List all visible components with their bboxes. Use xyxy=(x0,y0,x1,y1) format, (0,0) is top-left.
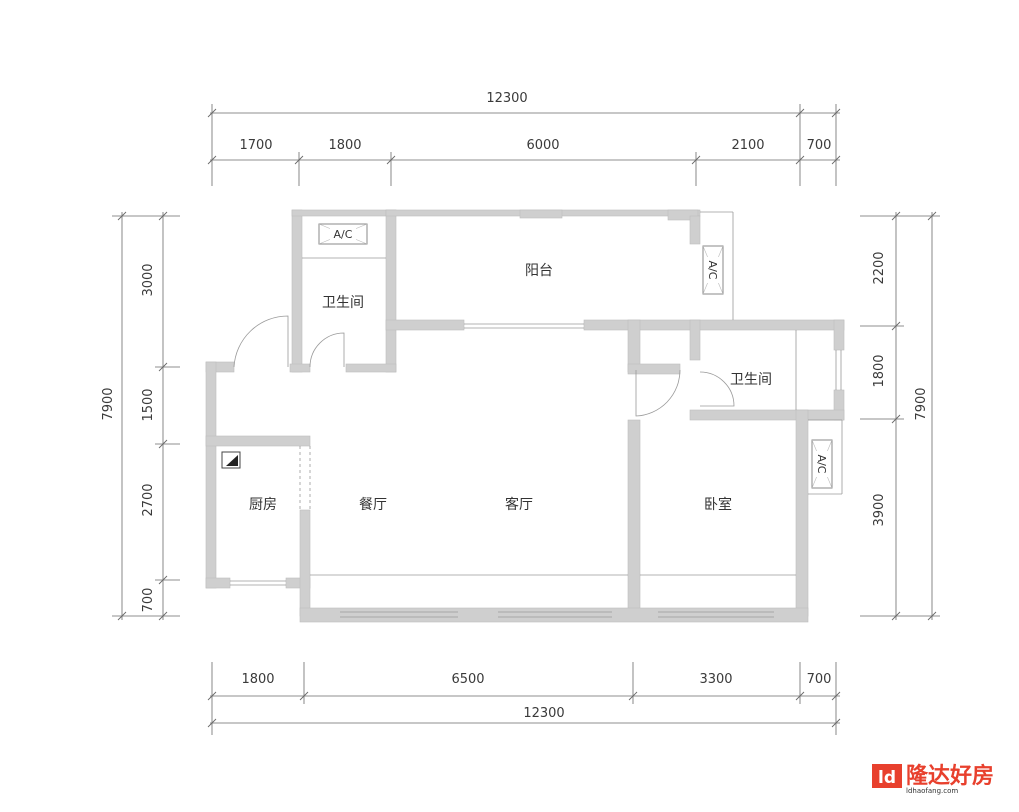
ac-label-balcony: A/C xyxy=(706,261,719,280)
thin-lines xyxy=(230,211,843,618)
top-dimension-lines xyxy=(207,104,841,186)
brand-logo: ld 隆达好房 ldhaofang.com xyxy=(872,763,994,795)
right-dimension-lines xyxy=(860,211,940,621)
walls xyxy=(205,209,845,623)
logo-url: ldhaofang.com xyxy=(906,787,958,795)
bottom-dimension-1: 1800 xyxy=(241,672,274,687)
room-label-bedroom: 卧室 xyxy=(704,496,732,513)
top-total-dimension: 12300 xyxy=(486,91,527,106)
top-dimension-1: 1700 xyxy=(239,138,272,153)
left-total-dimension: 7900 xyxy=(101,387,116,420)
room-label-dining: 餐厅 xyxy=(359,497,387,513)
top-dimension-5: 700 xyxy=(807,138,832,153)
right-dimension-3: 3900 xyxy=(872,493,887,526)
room-label-bathroom-left: 卫生间 xyxy=(322,295,364,311)
left-dimension-2: 1500 xyxy=(141,388,156,421)
svg-text:ld: ld xyxy=(878,768,896,788)
left-dimension-1: 3000 xyxy=(141,263,156,296)
left-dimension-lines xyxy=(112,211,180,621)
kitchen-fixture-icon xyxy=(221,451,241,469)
bottom-dimension-3: 3300 xyxy=(699,672,732,687)
ac-unit-top: A/C xyxy=(318,223,368,245)
room-label-bathroom-right: 卫生间 xyxy=(730,372,772,388)
right-dimension-2: 1800 xyxy=(872,354,887,387)
top-dimension-4: 2100 xyxy=(731,138,764,153)
left-dimension-3: 2700 xyxy=(141,483,156,516)
logo-name: 隆达好房 xyxy=(906,763,994,789)
bottom-total-dimension: 12300 xyxy=(523,706,564,721)
bottom-dimension-lines xyxy=(207,662,841,735)
left-dimension-4: 700 xyxy=(141,588,156,613)
room-label-kitchen: 厨房 xyxy=(249,497,277,513)
ac-unit-bedroom: A/C xyxy=(811,439,833,489)
top-dimension-3: 6000 xyxy=(526,138,559,153)
right-dimension-1: 2200 xyxy=(872,251,887,284)
right-total-dimension: 7900 xyxy=(914,387,929,420)
ac-label-top: A/C xyxy=(334,228,353,241)
doors xyxy=(233,315,735,417)
room-label-living: 客厅 xyxy=(505,496,533,513)
top-dimension-2: 1800 xyxy=(328,138,361,153)
ac-label-bedroom: A/C xyxy=(815,455,828,474)
bottom-dimension-4: 700 xyxy=(807,672,832,687)
bottom-dimension-2: 6500 xyxy=(451,672,484,687)
ac-unit-balcony: A/C xyxy=(702,245,724,295)
room-label-balcony: 阳台 xyxy=(525,263,553,279)
